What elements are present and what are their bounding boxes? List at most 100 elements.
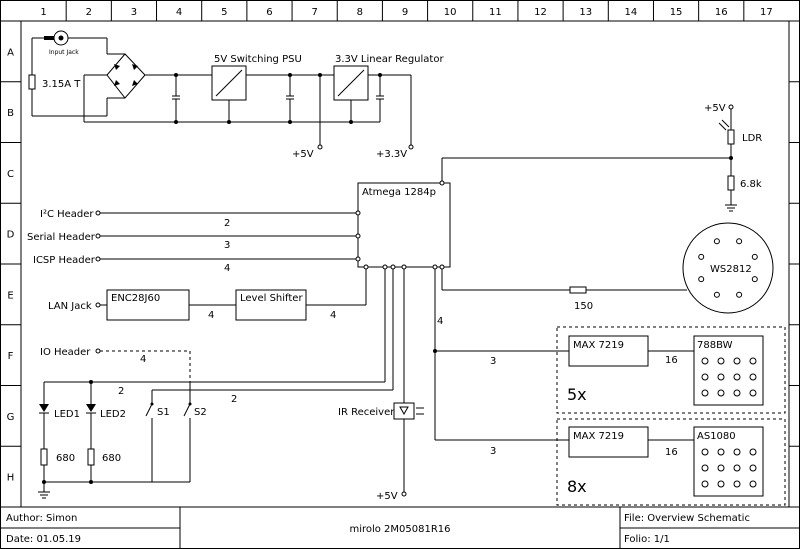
matrix-led: [701, 448, 709, 456]
resistor-6k8-icon: [727, 175, 735, 191]
matrix1-bus-out: 16: [665, 355, 678, 366]
max7219-1-label: MAX 7219: [573, 340, 624, 351]
matrix-led: [717, 448, 725, 456]
grid-col-10: 10: [444, 7, 457, 18]
serial-bus-width: 3: [224, 240, 230, 251]
grid-col-15: 15: [670, 7, 683, 18]
rail-33v-label: +3.3V: [376, 149, 407, 160]
grid-col-17: 17: [760, 7, 773, 18]
ws2812-led: [736, 238, 743, 245]
grid-col-5: 5: [221, 7, 227, 18]
switch-s1-icon: [145, 403, 153, 417]
ldr-icon: [727, 129, 735, 145]
psu-label: 5V Switching PSU: [214, 54, 302, 65]
grid-col-13: 13: [579, 7, 592, 18]
max7219-2-label: MAX 7219: [573, 431, 624, 442]
grid-row-E: E: [7, 290, 13, 301]
ws2812-section: WS2812 150: [439, 222, 774, 314]
grid-col-16: 16: [715, 7, 728, 18]
matrix-led: [733, 448, 741, 456]
serial-header-label: Serial Header: [27, 232, 96, 243]
enc28j60-chip: [106, 289, 190, 321]
level-shifter-label: Level Shifter: [240, 293, 303, 304]
input-jack-label: Input Jack: [49, 49, 79, 56]
matrix-led: [749, 389, 757, 397]
matrix-led: [749, 373, 757, 381]
matrix-led: [733, 464, 741, 472]
led1-label: LED1: [54, 409, 80, 420]
matrix-led: [733, 357, 741, 365]
matrix-led: [701, 480, 709, 488]
fuse-icon: [28, 74, 36, 90]
matrix-led: [749, 357, 757, 365]
ws2812-led: [713, 238, 720, 245]
led2-icon: [86, 404, 96, 412]
io-header-label: IO Header: [40, 347, 91, 358]
ws2812-leds: [698, 238, 758, 298]
grid-row-D: D: [7, 230, 15, 241]
grid-row-G: G: [7, 412, 15, 423]
ir-vcc-label: +5V: [376, 491, 398, 502]
matrix-led: [701, 357, 709, 365]
rail-5v-label: +5V: [292, 149, 314, 160]
ldr-section: +5V LDR 6.8k: [439, 103, 762, 212]
file-field: File: Overview Schematic: [624, 513, 750, 524]
matrix-led: [733, 389, 741, 397]
grid-col-8: 8: [357, 7, 363, 18]
headers-section: I²C Header 2 Serial Header 3 ICSP Header…: [27, 209, 361, 382]
mcu: Atmega 1284p: [357, 182, 451, 268]
ws2812-led: [713, 291, 720, 298]
ws2812-led: [698, 253, 705, 260]
fuse-label: 3.15A T: [42, 79, 81, 90]
io-bus-width: 4: [140, 354, 146, 365]
inputs-bus-width-top: 2: [118, 386, 124, 397]
ws2812-label: WS2812: [710, 264, 752, 275]
i2c-bus-width: 2: [224, 218, 230, 229]
resistor-680-2-icon: [87, 448, 95, 466]
ws2812-led: [736, 291, 743, 298]
icsp-header-label: ICSP Header: [33, 255, 96, 266]
grid-col-6: 6: [266, 7, 272, 18]
lan-bus-width-1: 4: [208, 310, 214, 321]
matrix1-count: 5x: [567, 385, 587, 404]
grid-row-A: A: [7, 47, 14, 58]
ldr-vcc-label: +5V: [704, 103, 726, 114]
matrix-led: [749, 464, 757, 472]
matrix-led: [717, 464, 725, 472]
grid-row-H: H: [7, 473, 15, 484]
grid-row-C: C: [7, 169, 14, 180]
spi-bus-width: 4: [437, 316, 443, 327]
ws2812-led: [751, 253, 758, 260]
grid-col-14: 14: [625, 7, 638, 18]
grid-col-12: 12: [534, 7, 547, 18]
matrix-led: [717, 480, 725, 488]
led1-icon: [39, 404, 49, 412]
grid-col-4: 4: [176, 7, 182, 18]
resistor-6k8-label: 6.8k: [740, 179, 762, 190]
grid-col-9: 9: [402, 7, 408, 18]
power-section: Input Jack 3.15A T: [28, 30, 444, 160]
matrix-group-1: [556, 326, 786, 414]
grid-col-1: 1: [40, 7, 46, 18]
folio-field: Folio: 1/1: [624, 534, 670, 545]
grid-row-B: B: [7, 108, 14, 119]
matrix-led: [717, 373, 725, 381]
matrix2-count: 8x: [567, 477, 587, 496]
matrix-led: [733, 373, 741, 381]
lan-bus-width-2: 4: [330, 310, 336, 321]
resistor-680-1-icon: [40, 448, 48, 466]
ir-receiver-icon: [393, 402, 415, 420]
matrix-led: [701, 389, 709, 397]
grid-col-2: 2: [86, 7, 92, 18]
display-as1080-leds: [701, 448, 757, 488]
date-field: Date: 01.05.19: [6, 534, 81, 545]
resistor-680-1-label: 680: [56, 453, 75, 464]
matrix-led: [749, 448, 757, 456]
ws2812-led: [751, 276, 758, 283]
switch-s2-icon: [183, 403, 191, 417]
ws2812-led: [698, 276, 705, 283]
mcu-label: Atmega 1284p: [362, 187, 436, 198]
resistor-680-2-label: 680: [102, 453, 121, 464]
